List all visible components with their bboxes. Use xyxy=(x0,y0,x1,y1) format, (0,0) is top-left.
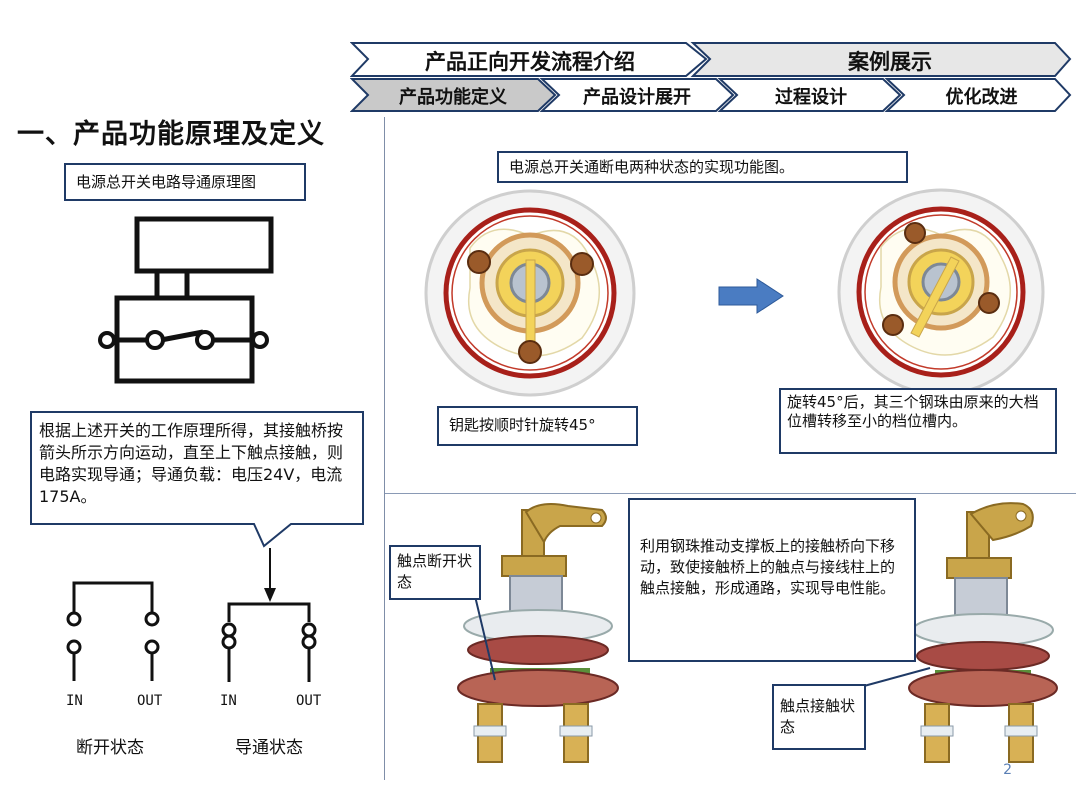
nav-tab-case[interactable]: 案例展示 xyxy=(848,50,932,74)
rotation-arrow-icon xyxy=(718,278,784,314)
switch-principle-diagram xyxy=(98,216,274,384)
closed-in-label: IN xyxy=(220,693,237,709)
contact-open-label: 触点断开状态 xyxy=(389,545,481,600)
callout-pointers xyxy=(474,595,931,687)
mechanism-note: 利用钢珠推动支撑板上的接触桥向下移动，致使接触桥上的触点与接线柱上的触点接触，形… xyxy=(628,498,916,662)
nav-sub-process-design[interactable]: 过程设计 xyxy=(775,87,847,108)
horizontal-divider xyxy=(385,493,1076,494)
nav-case-shape xyxy=(690,42,1072,77)
nav-process-shape xyxy=(350,42,708,77)
contact-closed-label: 触点接触状态 xyxy=(772,684,866,750)
after-rotation-note: 旋转45°后，其三个钢珠由原来的大档位槽转移至小的档位槽内。 xyxy=(779,388,1057,454)
top-nav: 产品正向开发流程介绍 案例展示 产品功能定义 产品设计展开 过程设计 优化改进 xyxy=(350,41,1076,113)
explanation-text: 根据上述开关的工作原理所得，其接触桥按箭头所示方向运动，直至上下触点接触，则电路… xyxy=(39,421,344,506)
open-state-schematic xyxy=(66,581,160,681)
function-caption: 电源总开关通断电两种状态的实现功能图。 xyxy=(497,151,908,183)
nav-sub-design-expansion[interactable]: 产品设计展开 xyxy=(583,87,691,108)
nav-sub-function-definition[interactable]: 产品功能定义 xyxy=(399,87,507,108)
switch-assembly-open xyxy=(457,503,619,763)
dial-before-rotation xyxy=(424,189,636,397)
page-number: 2 xyxy=(1003,762,1012,778)
key-rotation-note: 钥匙按顺时针旋转45° xyxy=(437,406,638,446)
vertical-divider xyxy=(384,117,385,780)
closed-state-schematic xyxy=(221,602,317,682)
circuit-caption: 电源总开关电路导通原理图 xyxy=(64,163,306,201)
nav-tab-process[interactable]: 产品正向开发流程介绍 xyxy=(425,50,635,74)
explanation-callout-shape xyxy=(30,411,364,548)
nav-sub3-shape xyxy=(717,78,902,112)
nav-sub2-shape xyxy=(539,78,735,112)
down-arrow xyxy=(264,548,276,602)
closed-out-label: OUT xyxy=(296,693,322,709)
nav-sub4-shape xyxy=(884,78,1072,112)
switch-assembly-closed xyxy=(908,502,1058,763)
nav-sub1-shape xyxy=(350,78,557,112)
open-in-label: IN xyxy=(66,693,83,709)
open-out-label: OUT xyxy=(137,693,163,709)
page-title: 一、产品功能原理及定义 xyxy=(17,119,325,150)
closed-state-label: 导通状态 xyxy=(235,738,303,758)
open-state-label: 断开状态 xyxy=(76,738,144,758)
dial-after-rotation xyxy=(837,188,1045,396)
nav-sub-optimization[interactable]: 优化改进 xyxy=(945,87,1018,108)
